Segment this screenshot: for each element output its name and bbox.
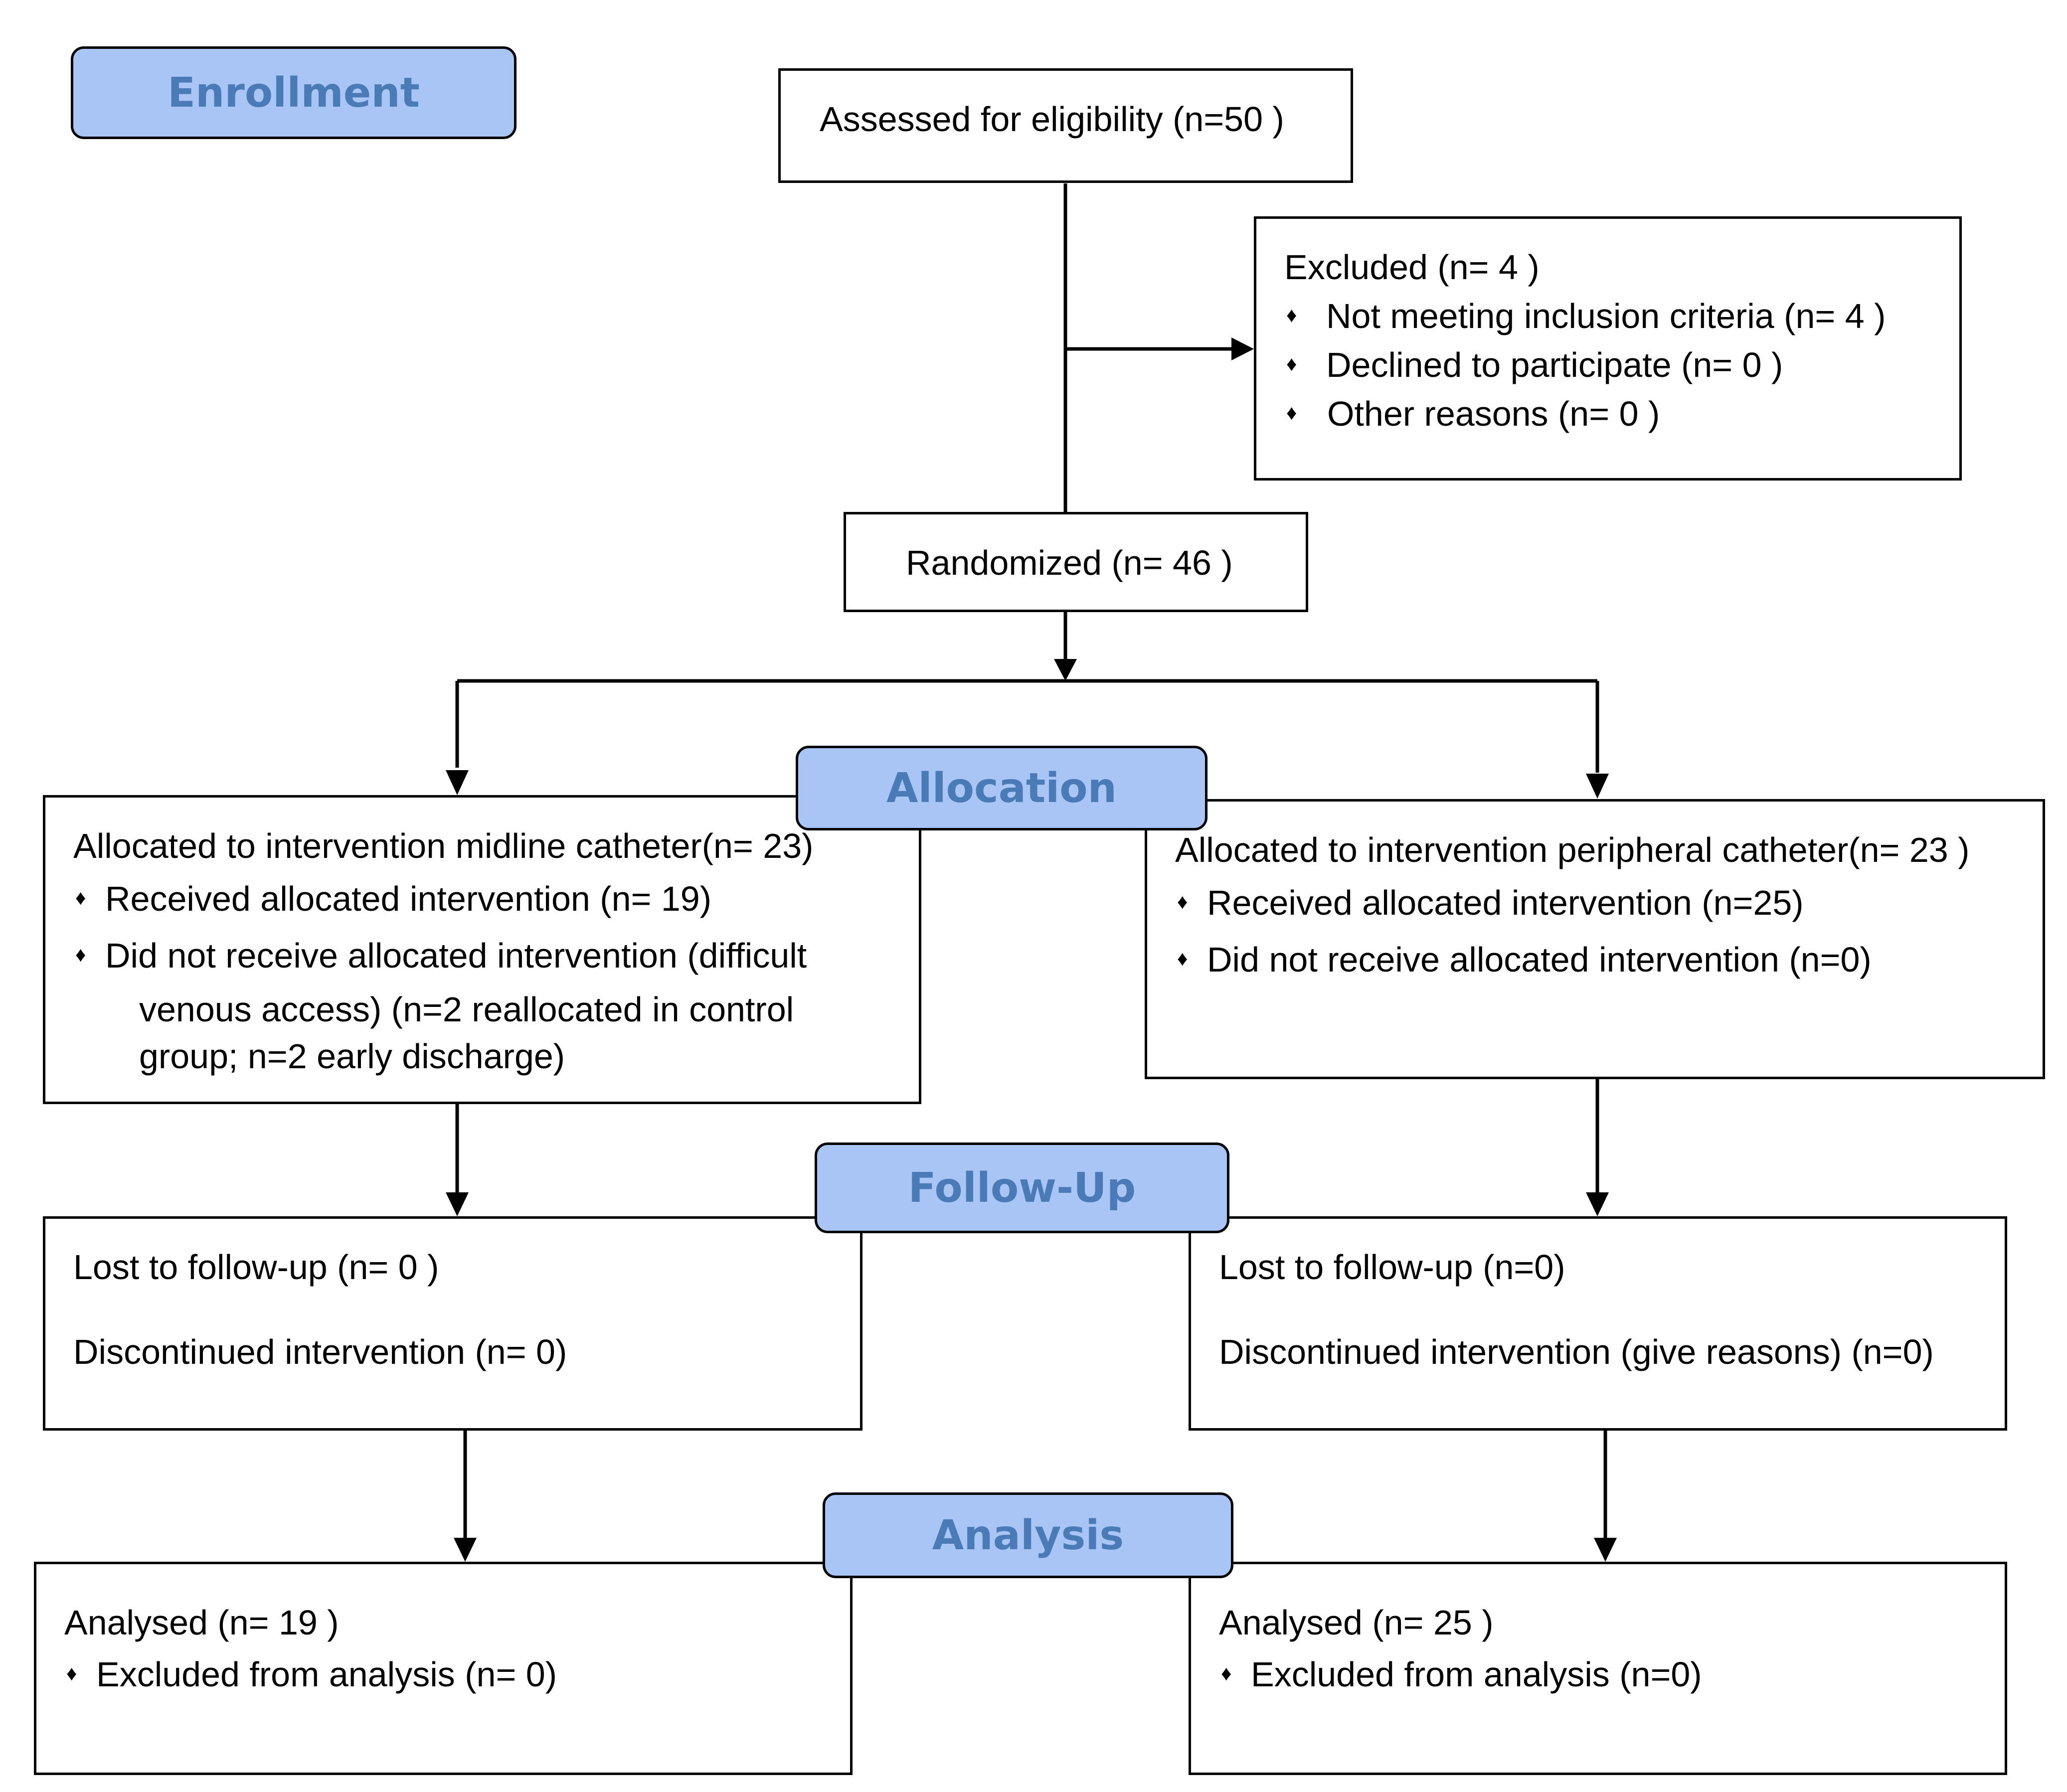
alloc-right-not-received: Did not receive allocated intervention (… bbox=[1207, 940, 1872, 979]
excluded-item: Not meeting inclusion criteria (n= 4 ) bbox=[1326, 297, 1886, 335]
follow-left-discontinued: Discontinued intervention (n= 0) bbox=[73, 1332, 567, 1371]
analysis-left-excluded: Excluded from analysis (n= 0) bbox=[96, 1655, 557, 1694]
diamond-icon: ♦ bbox=[1177, 890, 1188, 913]
diamond-icon: ♦ bbox=[75, 943, 86, 966]
analysis-right-analysed: Analysed (n= 25 ) bbox=[1219, 1603, 1494, 1642]
randomized-text: Randomized (n= 46 ) bbox=[906, 543, 1233, 582]
alloc-left-not-received: group; n=2 early discharge) bbox=[139, 1037, 565, 1076]
analysis-left-box: Analysed (n= 19 ) ♦ Excluded from analys… bbox=[34, 1562, 853, 1775]
excluded-box: Excluded (n= 4 ) ♦ Not meeting inclusion… bbox=[1254, 216, 1962, 481]
arrowhead-randomized bbox=[1054, 659, 1077, 681]
stage-analysis: Analysis bbox=[823, 1492, 1233, 1578]
analysis-right-box: Analysed (n= 25 ) ♦ Excluded from analys… bbox=[1189, 1562, 2007, 1775]
arrowhead-follow-right bbox=[1586, 1192, 1609, 1216]
alloc-right-title: Allocated to intervention peripheral cat… bbox=[1175, 830, 1970, 869]
arrowhead-analysis-left bbox=[454, 1538, 477, 1562]
diamond-icon: ♦ bbox=[1177, 947, 1188, 970]
excluded-item: Other reasons (n= 0 ) bbox=[1327, 394, 1660, 433]
stage-allocation: Allocation bbox=[796, 746, 1207, 830]
stage-enrollment: Enrollment bbox=[71, 46, 517, 139]
alloc-right-box: Allocated to intervention peripheral cat… bbox=[1145, 799, 2045, 1079]
diamond-icon: ♦ bbox=[66, 1661, 77, 1685]
analysis-right-excluded: Excluded from analysis (n=0) bbox=[1251, 1655, 1702, 1694]
follow-left-box: Lost to follow-up (n= 0 ) Discontinued i… bbox=[43, 1216, 862, 1431]
assessed-text: Assessed for eligibility (n=50 ) bbox=[820, 100, 1284, 139]
arrowhead-follow-left bbox=[446, 1192, 469, 1216]
diamond-icon: ♦ bbox=[1221, 1661, 1232, 1685]
follow-right-box: Lost to follow-up (n=0) Discontinued int… bbox=[1189, 1216, 2007, 1431]
stage-follow-up: Follow-Up bbox=[815, 1142, 1229, 1233]
stage-allocation-label: Allocation bbox=[886, 764, 1117, 812]
follow-right-discontinued: Discontinued intervention (give reasons)… bbox=[1219, 1332, 1934, 1371]
stage-analysis-label: Analysis bbox=[932, 1511, 1124, 1559]
arrowhead-alloc-left bbox=[446, 770, 469, 795]
stage-follow-up-label: Follow-Up bbox=[908, 1164, 1136, 1212]
follow-left-lost: Lost to follow-up (n= 0 ) bbox=[73, 1248, 439, 1287]
alloc-left-title: Allocated to intervention midline cathet… bbox=[73, 826, 814, 865]
alloc-left-box: Allocated to intervention midline cathet… bbox=[43, 795, 921, 1104]
diamond-icon: ♦ bbox=[75, 886, 86, 909]
excluded-item: Declined to participate (n= 0 ) bbox=[1326, 345, 1783, 384]
arrowhead-excluded bbox=[1231, 337, 1254, 360]
diamond-icon: ♦ bbox=[1286, 352, 1297, 375]
alloc-left-not-received: venous access) (n=2 reallocated in contr… bbox=[139, 990, 794, 1029]
randomized-box: Randomized (n= 46 ) bbox=[844, 512, 1308, 612]
alloc-left-received: Received allocated intervention (n= 19) bbox=[105, 879, 712, 918]
assessed-box: Assessed for eligibility (n=50 ) bbox=[778, 68, 1353, 183]
follow-right-lost: Lost to follow-up (n=0) bbox=[1219, 1248, 1565, 1287]
excluded-title: Excluded (n= 4 ) bbox=[1284, 248, 1540, 287]
alloc-right-received: Received allocated intervention (n=25) bbox=[1207, 883, 1804, 922]
alloc-left-not-received: Did not receive allocated intervention (… bbox=[105, 936, 807, 975]
diamond-icon: ♦ bbox=[1286, 303, 1297, 326]
arrowhead-analysis-right bbox=[1594, 1538, 1617, 1562]
arrowhead-alloc-right bbox=[1586, 774, 1609, 799]
diamond-icon: ♦ bbox=[1286, 401, 1297, 424]
stage-enrollment-label: Enrollment bbox=[167, 69, 420, 117]
analysis-left-analysed: Analysed (n= 19 ) bbox=[64, 1603, 339, 1642]
